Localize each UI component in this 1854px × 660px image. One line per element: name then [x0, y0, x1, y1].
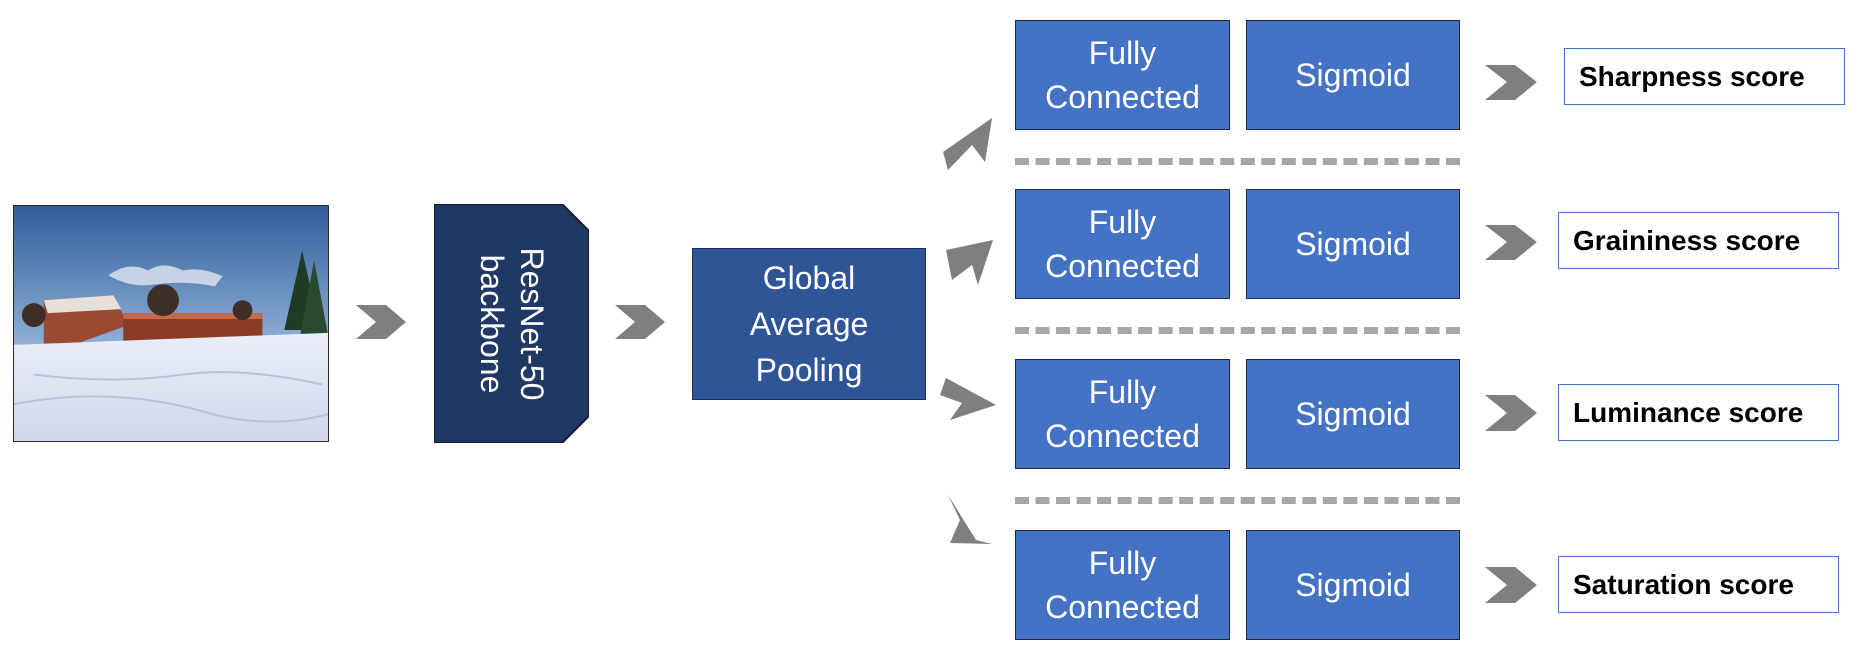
global-average-pooling-block: Global Average Pooling: [692, 248, 926, 400]
score-label: Saturation score: [1573, 568, 1794, 600]
backbone-label-line1: ResNet-50: [513, 247, 550, 400]
score-label: Luminance score: [1573, 396, 1804, 428]
arrow-right-icon: [1485, 395, 1537, 431]
backbone-label-line2: backbone: [473, 254, 510, 393]
fc-label-line2: Connected: [1045, 589, 1200, 625]
sigmoid-block: Sigmoid: [1246, 20, 1460, 130]
sigmoid-label: Sigmoid: [1295, 567, 1411, 603]
pooling-label-line1: Global: [762, 260, 856, 296]
backbone-label: ResNet-50 backbone: [472, 247, 552, 400]
sigmoid-block: Sigmoid: [1246, 530, 1460, 640]
sigmoid-block: Sigmoid: [1246, 189, 1460, 299]
arrow-right-icon: [356, 305, 406, 339]
resnet-backbone-block: ResNet-50 backbone: [434, 204, 589, 443]
input-image: [13, 205, 329, 442]
score-label: Graininess score: [1573, 224, 1801, 256]
pooling-label-line3: Pooling: [755, 352, 863, 388]
score-box-graininess: Graininess score: [1558, 212, 1839, 269]
fc-label-line2: Connected: [1045, 79, 1200, 115]
pooling-label-line2: Average: [749, 306, 869, 342]
fc-label-line1: Fully: [1088, 35, 1157, 71]
arrow-right-icon: [1485, 225, 1537, 260]
score-label: Sharpness score: [1579, 60, 1805, 92]
sigmoid-block: Sigmoid: [1246, 359, 1460, 469]
fc-label-line1: Fully: [1088, 374, 1157, 410]
sigmoid-label: Sigmoid: [1295, 396, 1411, 432]
photo-icon: [14, 206, 328, 441]
fc-label-line1: Fully: [1088, 545, 1157, 581]
score-box-sharpness: Sharpness score: [1564, 48, 1845, 105]
arrow-right-icon: [615, 305, 665, 339]
sigmoid-label: Sigmoid: [1295, 57, 1411, 93]
arrow-right-icon: [1485, 567, 1537, 603]
sigmoid-label: Sigmoid: [1295, 226, 1411, 262]
separator-dashed-line: [1015, 327, 1460, 334]
arrow-diagonal-icon: [940, 378, 996, 420]
separator-dashed-line: [1015, 497, 1460, 504]
fc-label-line2: Connected: [1045, 418, 1200, 454]
arrow-diagonal-icon: [948, 495, 992, 544]
fc-label-line2: Connected: [1045, 248, 1200, 284]
arrow-right-icon: [1485, 65, 1537, 100]
arrow-diagonal-icon: [946, 240, 993, 285]
arrow-diagonal-icon: [943, 118, 992, 170]
separator-dashed-line: [1015, 158, 1460, 165]
score-box-saturation: Saturation score: [1558, 556, 1839, 613]
score-box-luminance: Luminance score: [1558, 384, 1839, 441]
fc-label-line1: Fully: [1088, 204, 1157, 240]
